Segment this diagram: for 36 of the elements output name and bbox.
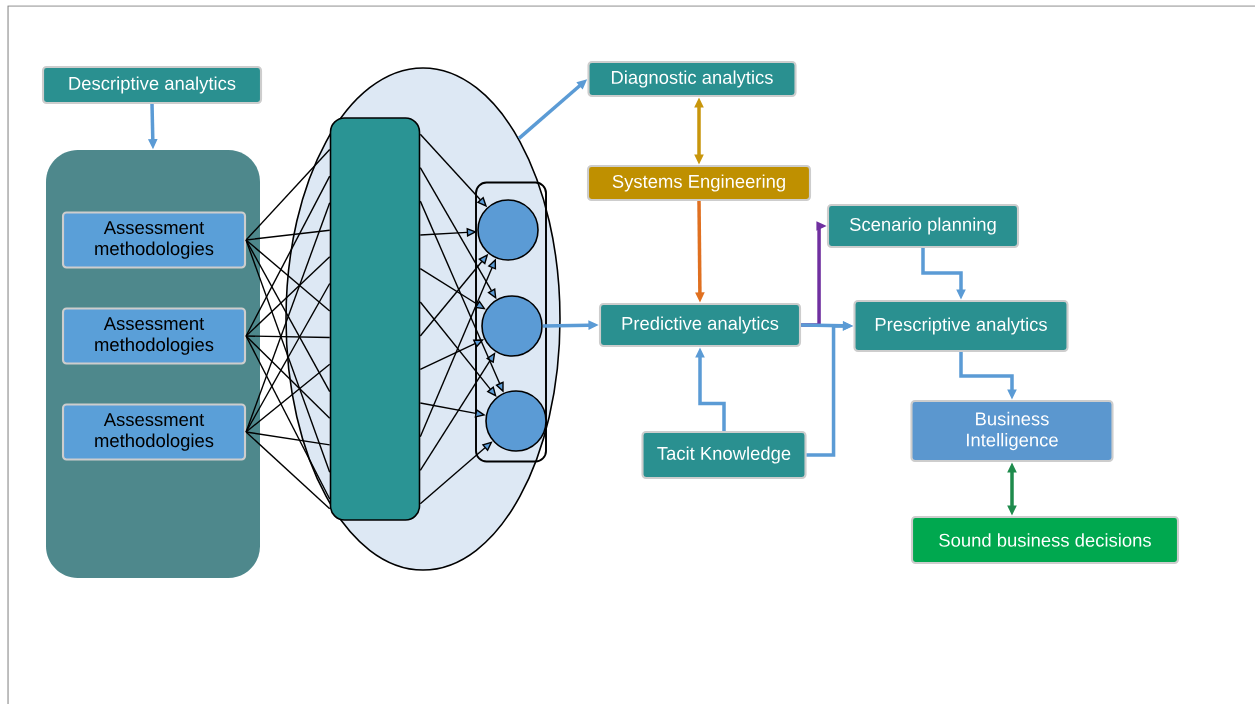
process-box: Business Intelligence xyxy=(910,399,1114,463)
neuron-circle xyxy=(477,199,539,261)
method-box: Assessment methodologies xyxy=(61,307,247,365)
connector-line xyxy=(245,431,331,510)
connector-arrow xyxy=(419,267,486,310)
neuron-circle xyxy=(485,390,547,452)
process-box: Diagnostic analytics xyxy=(587,60,797,98)
connector-line xyxy=(245,239,331,393)
process-box: Systems Engineering xyxy=(586,164,812,202)
connector-line xyxy=(245,335,331,419)
connector-line xyxy=(245,282,331,433)
method-box: Assessment methodologies xyxy=(61,403,247,461)
connector-line xyxy=(245,256,331,337)
process-box: Predictive analytics xyxy=(598,302,802,348)
connector-line xyxy=(245,239,331,312)
connector-arrow xyxy=(419,352,496,472)
connector-line xyxy=(245,175,331,337)
layer-bar xyxy=(329,117,421,521)
process-box: Tacit Knowledge xyxy=(641,430,807,480)
connector-line xyxy=(245,363,331,433)
result-box: Sound business decisions xyxy=(910,515,1180,565)
connector-line xyxy=(245,239,331,474)
connector-arrow xyxy=(419,441,493,505)
neuron-circle xyxy=(481,295,543,357)
connector-line xyxy=(245,202,331,433)
process-box: Descriptive analytics xyxy=(41,65,263,105)
process-box: Scenario planning xyxy=(826,203,1020,249)
output-group xyxy=(475,181,547,463)
connector-arrow xyxy=(419,301,497,397)
process-box: Prescriptive analytics xyxy=(853,299,1069,353)
connector-line xyxy=(245,229,331,241)
method-box: Assessment methodologies xyxy=(61,211,247,269)
connector-line xyxy=(245,335,331,500)
connector-line xyxy=(245,148,331,241)
connector-line xyxy=(245,431,331,446)
connector-line xyxy=(245,335,331,339)
